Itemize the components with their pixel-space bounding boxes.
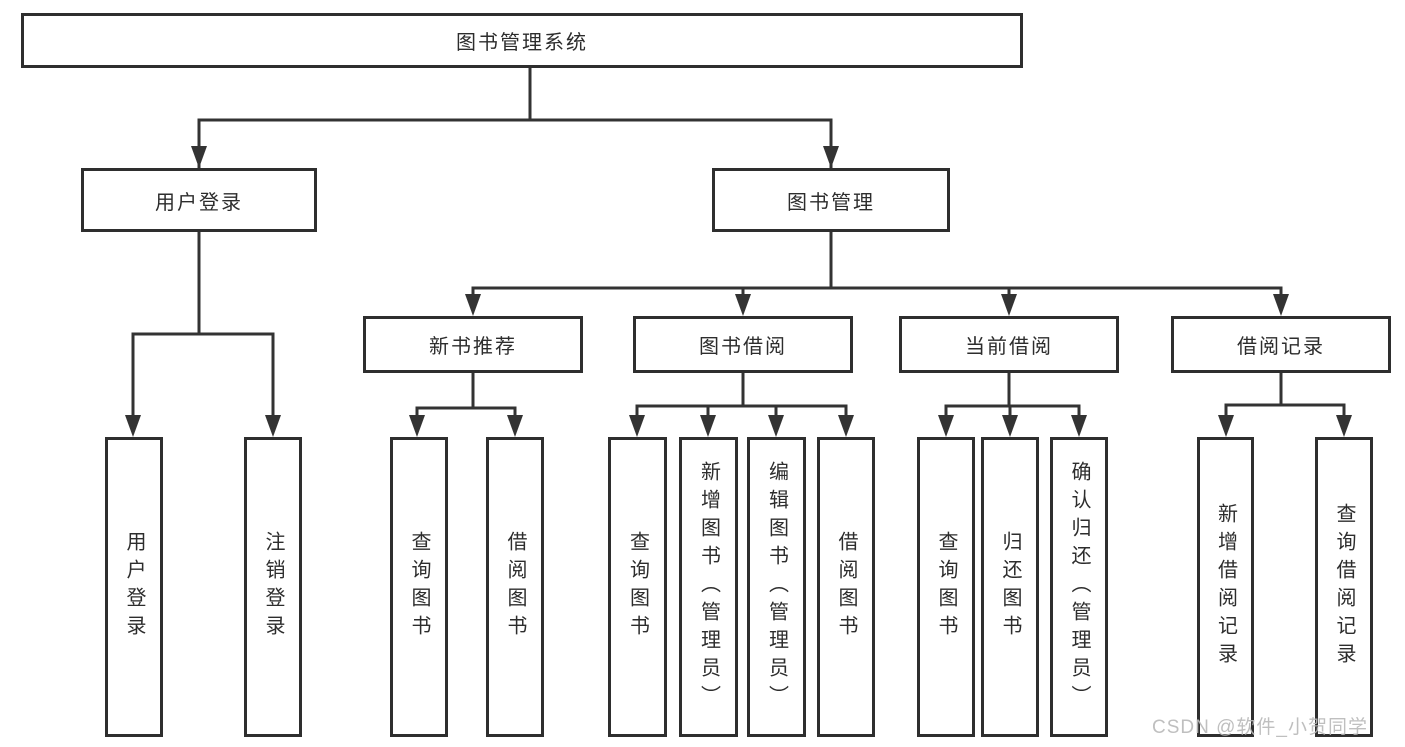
node-label: 查询借阅记录 bbox=[1333, 503, 1355, 671]
node-label: 查询图书 bbox=[935, 531, 957, 643]
leaf-borrow-books: 借阅图书 bbox=[817, 437, 875, 737]
node-label: 归还图书 bbox=[999, 531, 1021, 643]
leaf-edit-books-admin: 编辑图书（管理员） bbox=[747, 437, 806, 737]
node-label: 图书管理 bbox=[787, 191, 875, 214]
node-user-login: 用户登录 bbox=[81, 168, 317, 232]
node-label: 借阅记录 bbox=[1237, 336, 1325, 358]
leaf-add-books-admin: 新增图书（管理员） bbox=[679, 437, 738, 737]
node-label: 当前借阅 bbox=[965, 336, 1053, 358]
leaf-confirm-return-admin: 确认归还（管理员） bbox=[1050, 437, 1108, 737]
node-new-book-recommend: 新书推荐 bbox=[363, 316, 583, 373]
node-book-management: 图书管理 bbox=[712, 168, 950, 232]
node-label: 确认归还（管理员） bbox=[1068, 461, 1090, 713]
leaf-add-borrow-record: 新增借阅记录 bbox=[1197, 437, 1254, 737]
leaf-logout: 注销登录 bbox=[244, 437, 302, 737]
node-label: 新书推荐 bbox=[429, 336, 517, 358]
node-label: 用户登录 bbox=[155, 191, 243, 214]
node-root-system: 图书管理系统 bbox=[21, 13, 1023, 68]
watermark-text: CSDN @软件_小贺同学 bbox=[1152, 717, 1368, 738]
node-label: 注销登录 bbox=[262, 531, 284, 643]
node-book-borrow: 图书借阅 bbox=[633, 316, 853, 373]
node-label: 编辑图书（管理员） bbox=[765, 461, 788, 713]
node-label: 借阅图书 bbox=[504, 531, 526, 643]
leaf-user-login: 用户登录 bbox=[105, 437, 163, 737]
leaf-query-books-current: 查询图书 bbox=[917, 437, 975, 737]
node-label: 新增借阅记录 bbox=[1214, 503, 1237, 671]
node-current-borrow: 当前借阅 bbox=[899, 316, 1119, 373]
node-label: 图书借阅 bbox=[699, 336, 787, 358]
leaf-query-books-recommend: 查询图书 bbox=[390, 437, 448, 737]
leaf-query-borrow-record: 查询借阅记录 bbox=[1315, 437, 1373, 737]
node-borrow-records: 借阅记录 bbox=[1171, 316, 1391, 373]
node-label: 查询图书 bbox=[408, 531, 430, 643]
node-label: 借阅图书 bbox=[835, 531, 857, 643]
leaf-return-books: 归还图书 bbox=[981, 437, 1039, 737]
leaf-borrow-books-recommend: 借阅图书 bbox=[486, 437, 544, 737]
node-label: 查询图书 bbox=[626, 531, 649, 643]
node-label: 用户登录 bbox=[123, 531, 145, 643]
node-label: 新增图书（管理员） bbox=[697, 461, 720, 713]
node-label: 图书管理系统 bbox=[456, 32, 588, 54]
leaf-query-books-borrow: 查询图书 bbox=[608, 437, 667, 737]
